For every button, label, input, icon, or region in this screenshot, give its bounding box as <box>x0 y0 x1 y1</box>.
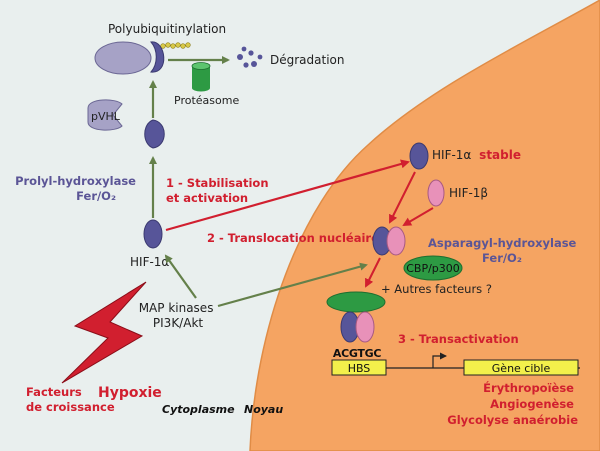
pvhl-complex-protein <box>94 41 152 75</box>
ubiquitin-chain <box>160 42 191 49</box>
facteurs-line1: Facteurs <box>26 385 82 399</box>
glycolyse-label: Glycolyse anaérobie <box>447 413 578 427</box>
proteasome-label: Protéasome <box>174 94 239 107</box>
hbs-label: HBS <box>348 362 371 375</box>
pvhl-label: pVHL <box>91 110 121 123</box>
asparagyl-line1: Asparagyl-hydroxylase <box>428 236 577 250</box>
hif1a-stable-name: HIF-1α <box>432 148 471 162</box>
hbs-box <box>331 359 387 376</box>
step3-label: 3 - Transactivation <box>398 332 519 346</box>
facteurs-croissance-label: Facteurs de croissance <box>26 385 115 414</box>
facteurs-line2: de croissance <box>26 400 115 414</box>
hif1a-cytoplasm-protein <box>143 219 163 249</box>
autres-facteurs-label: + Autres facteurs ? <box>381 282 492 296</box>
dimer-hif1b <box>386 226 406 256</box>
degradation-label: Dégradation <box>270 53 344 67</box>
lightning-bolt-icon <box>61 281 147 384</box>
arrow-hif1a-to-dimer <box>389 171 416 224</box>
hif1a-stable-label: HIF-1α stable <box>432 148 521 162</box>
cytoplasme-label: Cytoplasme <box>162 403 235 416</box>
angiogenese-label: Angiogenèse <box>490 397 574 411</box>
map-kinases-line2: PI3K/Akt <box>153 316 203 330</box>
asparagyl-line2: Fer/O₂ <box>482 251 522 265</box>
hypoxie-label: Hypoxie <box>98 385 162 401</box>
step1-label: 1 - Stabilisation et activation <box>166 176 273 205</box>
arrow-map-to-hif <box>164 254 197 299</box>
degradation-fragments <box>237 46 263 68</box>
arrow-map-to-nucleus <box>217 262 368 308</box>
hif1b-label: HIF-1β <box>449 186 488 200</box>
prolyl-hydroxylase-label: Prolyl-hydroxylase Fer/O₂ <box>15 174 140 203</box>
step1-line1: 1 - Stabilisation <box>166 176 269 190</box>
polyubiquitinylation-label: Polyubiquitinylation <box>108 22 226 36</box>
arrow-dimer-to-dna <box>365 257 381 288</box>
acgtgc-label: ACGTGC <box>333 347 381 360</box>
pvhl-protein <box>87 99 123 131</box>
hif1b-protein <box>427 179 445 207</box>
step1-line2: et activation <box>166 191 248 205</box>
coactivator-complex <box>326 291 386 313</box>
stable-word: stable <box>479 148 521 162</box>
cbp-p300-label: CBP/p300 <box>406 262 460 275</box>
noyau-label: Noyau <box>244 403 283 416</box>
arrow-stabilisation <box>165 159 410 232</box>
hif-hydroxylated-protein <box>144 119 165 149</box>
asparagyl-hydroxylase-label: Asparagyl-hydroxylase Fer/O₂ <box>428 236 580 265</box>
hif-ubiquitinated-protein <box>149 41 165 73</box>
prolyl-hydroxylase-line2: Fer/O₂ <box>76 189 116 203</box>
gene-cible-label: Gène cible <box>492 362 551 375</box>
nucleus-region <box>249 0 600 451</box>
transcription-start-arrow <box>432 352 447 368</box>
map-kinases-line1: MAP kinases <box>139 301 214 315</box>
prolyl-hydroxylase-line1: Prolyl-hydroxylase <box>15 174 136 188</box>
proteasome-icon <box>191 62 211 92</box>
step2-label: 2 - Translocation nucléaire <box>207 231 379 245</box>
erythropoiese-label: Érythropoïèse <box>483 380 574 395</box>
dna-bound-hif1b <box>355 311 375 343</box>
gene-cible-box <box>463 359 579 376</box>
target-outcomes: Érythropoïèse Angiogenèse Glycolyse anaé… <box>447 380 578 427</box>
map-kinases-label: MAP kinases PI3K/Akt <box>139 301 218 330</box>
arrow-hif1b-to-dimer <box>402 207 434 227</box>
hif1a-label: HIF-1α <box>130 255 169 269</box>
cbp-p300-protein <box>403 255 463 281</box>
hif1a-stable-protein <box>409 142 429 170</box>
